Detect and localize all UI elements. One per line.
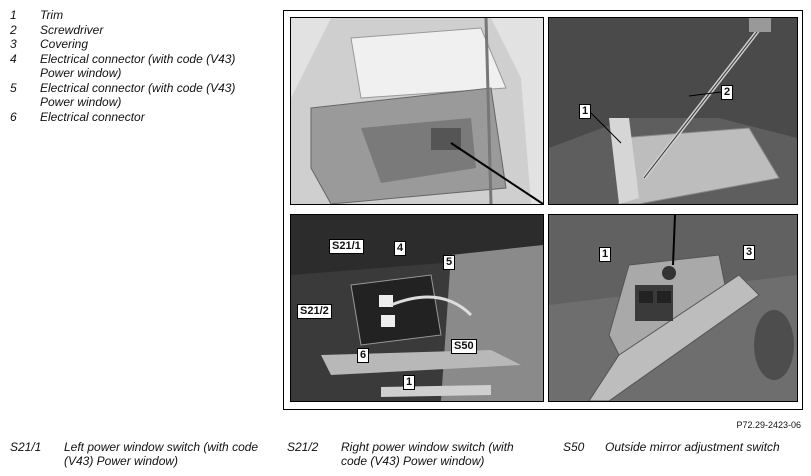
figure-frame: 1 2 S21/1 4 5 S21/2 6 S50 1 — [283, 10, 803, 410]
callout-1: 1 — [579, 104, 592, 119]
callout-s21-2: S21/2 — [297, 304, 332, 319]
door-overview-photo — [290, 17, 544, 205]
trim-removal-drawing — [549, 18, 797, 204]
switch-legend-item: S21/2 Right power window switch (with co… — [287, 440, 514, 468]
switch-legend-item: S21/1 Left power window switch (with cod… — [10, 440, 259, 468]
callout-1c: 1 — [599, 247, 612, 262]
switch-covering-drawing — [549, 215, 797, 401]
connector-detail-photo: S21/1 4 5 S21/2 6 S50 1 — [290, 214, 544, 402]
callout-4: 4 — [394, 241, 407, 256]
callout-5: 5 — [443, 255, 456, 270]
callout-s50: S50 — [451, 339, 477, 354]
switch-covering-photo: 1 3 — [548, 214, 798, 402]
door-overview-drawing — [291, 18, 543, 204]
callout-3: 3 — [743, 245, 756, 260]
figure-reference: P72.29-2423-06 — [736, 420, 801, 430]
trim-removal-photo: 1 2 — [548, 17, 798, 205]
callout-1b: 1 — [403, 375, 416, 390]
callout-s21-1: S21/1 — [329, 239, 364, 254]
callout-2: 2 — [721, 85, 734, 100]
callout-6: 6 — [357, 348, 370, 363]
switch-legend-item: S50 Outside mirror adjustment switch — [563, 440, 780, 454]
